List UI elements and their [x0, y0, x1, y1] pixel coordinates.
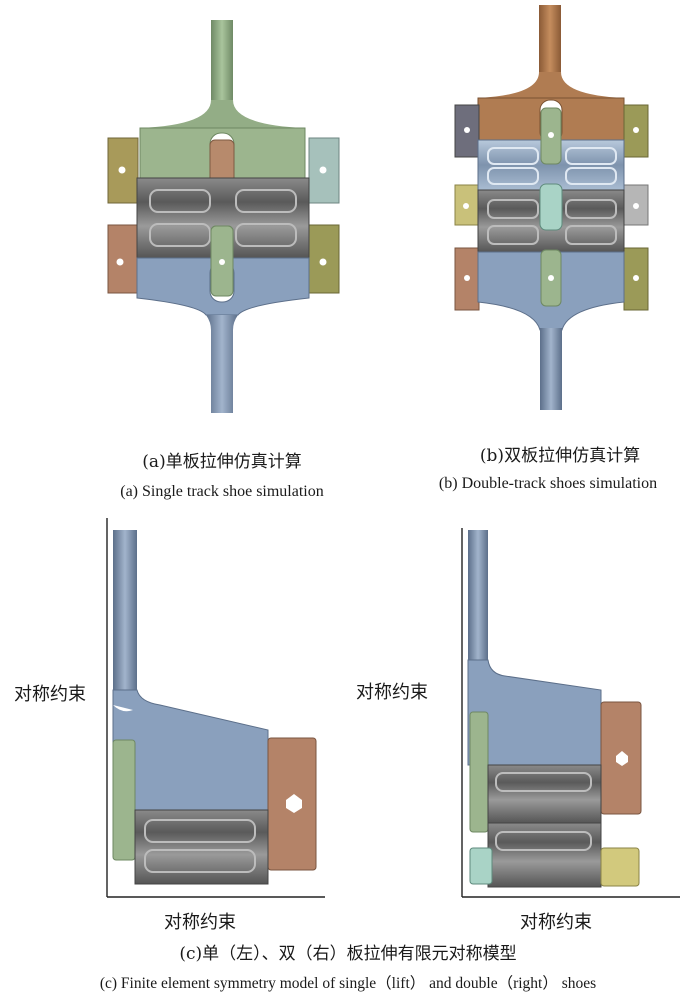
caption-b-zh: (b)双板拉伸仿真计算: [479, 446, 641, 466]
left-symmetry-axes: [106, 518, 325, 898]
right-half-model: [467, 530, 642, 888]
caption-a-en: (a) Single track shoe simulation: [120, 483, 324, 500]
left-side-constraint-label: 对称约束: [14, 684, 86, 705]
caption-a-zh: (a)单板拉伸仿真计算: [142, 452, 302, 472]
right-block-3: [623, 247, 649, 311]
left-half-model: [112, 530, 317, 885]
right-bottom-constraint-label: 对称约束: [520, 912, 592, 933]
left-bottom-constraint-label: 对称约束: [164, 912, 236, 933]
bottom-pull-rod: [206, 315, 238, 413]
caption-c-zh: (c)单（左）、双（右）板拉伸有限元对称模型: [179, 944, 517, 964]
top-pull-rod: [140, 20, 305, 128]
right-symmetry-axes: [461, 528, 680, 898]
caption-b-en: (b) Double-track shoes simulation: [438, 475, 658, 492]
caption-c-en: (c) Finite element symmetry model of sin…: [99, 975, 597, 992]
center-connector: [539, 183, 563, 231]
top-pull-rod-b: [478, 5, 624, 98]
bottom-pull-rod-b: [540, 328, 562, 410]
right-side-constraint-label: 对称约束: [356, 682, 428, 703]
